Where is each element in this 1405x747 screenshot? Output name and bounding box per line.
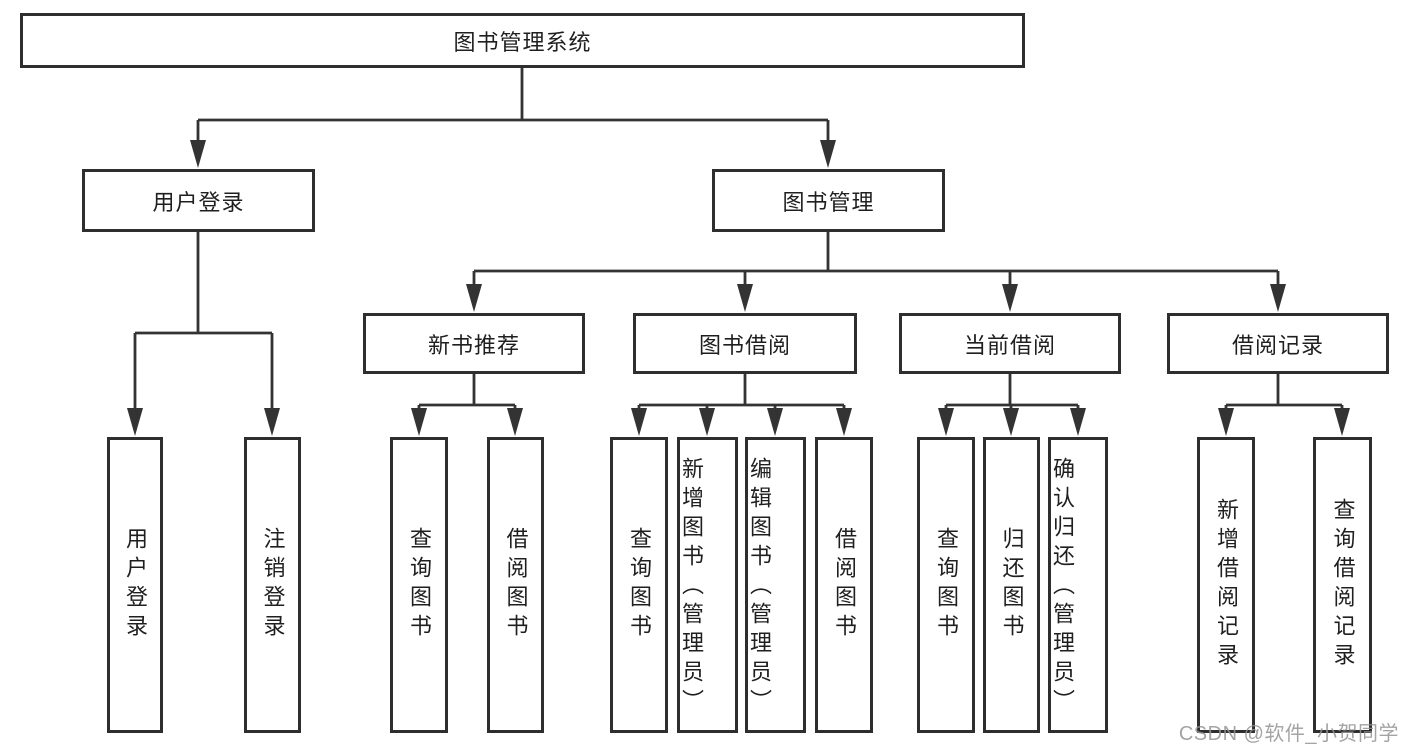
node-leaf-borrow-books-2: 借阅图书: [815, 437, 873, 733]
leaf-label: 新增图书（管理员）: [679, 457, 704, 718]
node-current-borrow-label: 当前借阅: [963, 332, 1056, 358]
node-book-management-label: 图书管理: [782, 189, 875, 215]
node-user-login: 用户登录: [82, 169, 315, 232]
connector-root-stem: [196, 67, 830, 144]
node-leaf-confirm-return-admin: 确认归还（管理员）: [1048, 437, 1108, 733]
connector-book-management: [472, 232, 1280, 288]
csdn-watermark: CSDN @软件_小贺同学: [1178, 723, 1399, 745]
node-current-borrow: 当前借阅: [899, 313, 1121, 374]
connector-user-login: [133, 232, 274, 412]
node-leaf-query-books-2: 查询图书: [610, 437, 668, 733]
leaf-label: 查询借阅记录: [1330, 498, 1356, 672]
node-book-borrow: 图书借阅: [633, 313, 857, 374]
node-new-book-recommend-label: 新书推荐: [427, 332, 520, 358]
node-borrow-record-label: 借阅记录: [1231, 332, 1324, 358]
node-user-login-label: 用户登录: [152, 189, 245, 215]
leaf-label: 确认归还（管理员）: [1050, 457, 1075, 718]
leaf-label: 查询图书: [407, 527, 432, 643]
node-leaf-add-borrow-record: 新增借阅记录: [1197, 437, 1255, 733]
leaf-label: 新增借阅记录: [1214, 498, 1239, 672]
node-leaf-query-books-3: 查询图书: [917, 437, 975, 733]
connector-book-borrow: [637, 374, 846, 412]
node-leaf-borrow-books-1: 借阅图书: [487, 437, 544, 733]
connector-new-book: [417, 374, 517, 412]
node-book-borrow-label: 图书借阅: [698, 332, 791, 358]
node-borrow-record: 借阅记录: [1167, 313, 1389, 374]
node-leaf-edit-books-admin: 编辑图书（管理员）: [745, 437, 806, 733]
node-leaf-query-books-1: 查询图书: [390, 437, 448, 733]
node-leaf-logout: 注销登录: [244, 437, 301, 733]
leaf-label: 用户登录: [123, 527, 148, 643]
connector-borrow-record: [1224, 374, 1344, 412]
node-leaf-return-books: 归还图书: [983, 437, 1040, 733]
connector-current-borrow: [944, 374, 1080, 412]
leaf-label: 借阅图书: [503, 527, 529, 643]
node-leaf-query-borrow-record: 查询借阅记录: [1313, 437, 1372, 733]
node-leaf-add-books-admin: 新增图书（管理员）: [677, 437, 738, 733]
node-root-label: 图书管理系统: [453, 29, 592, 55]
arrowheads: [127, 140, 1350, 436]
node-new-book-recommend: 新书推荐: [363, 313, 585, 374]
leaf-label: 借阅图书: [832, 527, 857, 643]
node-root-system: 图书管理系统: [20, 13, 1025, 68]
node-book-management: 图书管理: [712, 169, 945, 232]
leaf-label: 归还图书: [999, 527, 1025, 643]
node-leaf-user-login: 用户登录: [107, 437, 163, 733]
leaf-label: 查询图书: [627, 527, 652, 643]
leaf-label: 注销登录: [260, 527, 286, 643]
leaf-label: 查询图书: [934, 527, 959, 643]
leaf-label: 编辑图书（管理员）: [747, 457, 772, 718]
